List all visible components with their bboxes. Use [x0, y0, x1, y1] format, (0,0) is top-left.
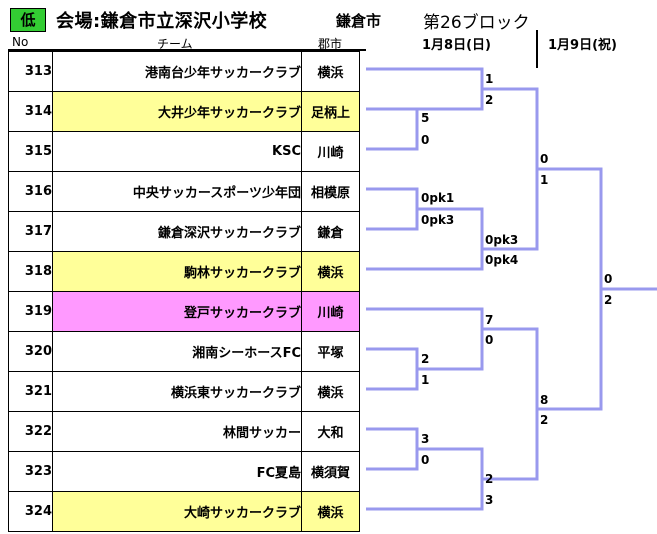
score: 2 — [421, 352, 430, 366]
venue-title: 会場:鎌倉市立深沢小学校 — [56, 11, 268, 32]
team-no: 320 — [8, 331, 53, 372]
team-no: 323 — [8, 451, 53, 492]
team-name: 鎌倉深沢サッカークラブ — [52, 211, 302, 252]
team-name: 港南台少年サッカークラブ — [52, 51, 302, 92]
team-city: 横須賀 — [301, 451, 360, 492]
team-city: 相模原 — [301, 171, 360, 212]
team-city: 横浜 — [301, 251, 360, 292]
score: 0pk4 — [485, 253, 519, 267]
team-name: 林間サッカー — [52, 411, 302, 452]
team-name: KSC — [52, 131, 302, 172]
bracket-line — [366, 67, 484, 111]
score: 1 — [421, 373, 430, 387]
team-name: 横浜東サッカークラブ — [52, 371, 302, 412]
team-no: 321 — [8, 371, 53, 412]
category-badge: 低 — [10, 8, 46, 32]
round-date-1: 1月8日(日) — [422, 38, 491, 53]
score: 3 — [421, 432, 430, 446]
team-name: 登戸サッカークラブ — [52, 291, 302, 332]
bracket-line — [482, 327, 539, 481]
team-name: 駒林サッカークラブ — [52, 251, 302, 292]
score: 0 — [604, 272, 613, 286]
team-city: 足柄上 — [301, 91, 360, 132]
score: 8 — [540, 393, 549, 407]
team-name: 中央サッカースポーツ少年団 — [52, 171, 302, 212]
team-city: 川崎 — [301, 291, 360, 332]
venue-city: 鎌倉市 — [336, 12, 382, 30]
team-no: 318 — [8, 251, 53, 292]
bracket-line — [366, 107, 419, 151]
block-title: 第26ブロック — [423, 13, 530, 33]
score: 0pk3 — [421, 213, 455, 227]
score: 0 — [421, 133, 430, 147]
team-city: 大和 — [301, 411, 360, 452]
team-no: 322 — [8, 411, 53, 452]
header-rule — [8, 49, 366, 51]
team-city: 平塚 — [301, 331, 360, 372]
column-header-city: 郡市 — [318, 37, 343, 51]
score: 0 — [485, 333, 494, 347]
score: 0pk3 — [485, 233, 519, 247]
date-divider — [536, 30, 538, 68]
team-city: 川崎 — [301, 131, 360, 172]
team-no: 317 — [8, 211, 53, 252]
round-date-2: 1月9日(祝) — [548, 38, 617, 53]
team-no: 313 — [8, 51, 53, 92]
score: 0 — [421, 453, 430, 467]
column-header-no: No — [12, 35, 29, 49]
team-city: 横浜 — [301, 491, 360, 532]
team-no: 315 — [8, 131, 53, 172]
score: 7 — [485, 313, 494, 327]
bracket-line — [366, 347, 419, 391]
score: 2 — [540, 413, 549, 427]
team-name: 大崎サッカークラブ — [52, 491, 302, 532]
score: 1 — [485, 72, 494, 86]
team-city: 横浜 — [301, 51, 360, 92]
team-name: 大井少年サッカークラブ — [52, 91, 302, 132]
score: 5 — [421, 111, 430, 125]
bracket-line — [366, 307, 484, 371]
score: 0 — [540, 152, 549, 166]
team-no: 324 — [8, 491, 53, 532]
score: 3 — [485, 493, 494, 507]
bracket-line — [366, 207, 484, 271]
bracket-line — [366, 427, 419, 471]
bracket-line — [537, 167, 603, 411]
score: 0pk1 — [421, 191, 455, 205]
bracket-line — [482, 87, 539, 251]
score: 1 — [540, 173, 549, 187]
team-city: 横浜 — [301, 371, 360, 412]
bracket-line — [366, 187, 419, 231]
column-header-team: チーム — [157, 37, 193, 51]
score: 2 — [604, 293, 613, 307]
score: 2 — [485, 472, 494, 486]
team-no: 316 — [8, 171, 53, 212]
score: 2 — [485, 93, 494, 107]
